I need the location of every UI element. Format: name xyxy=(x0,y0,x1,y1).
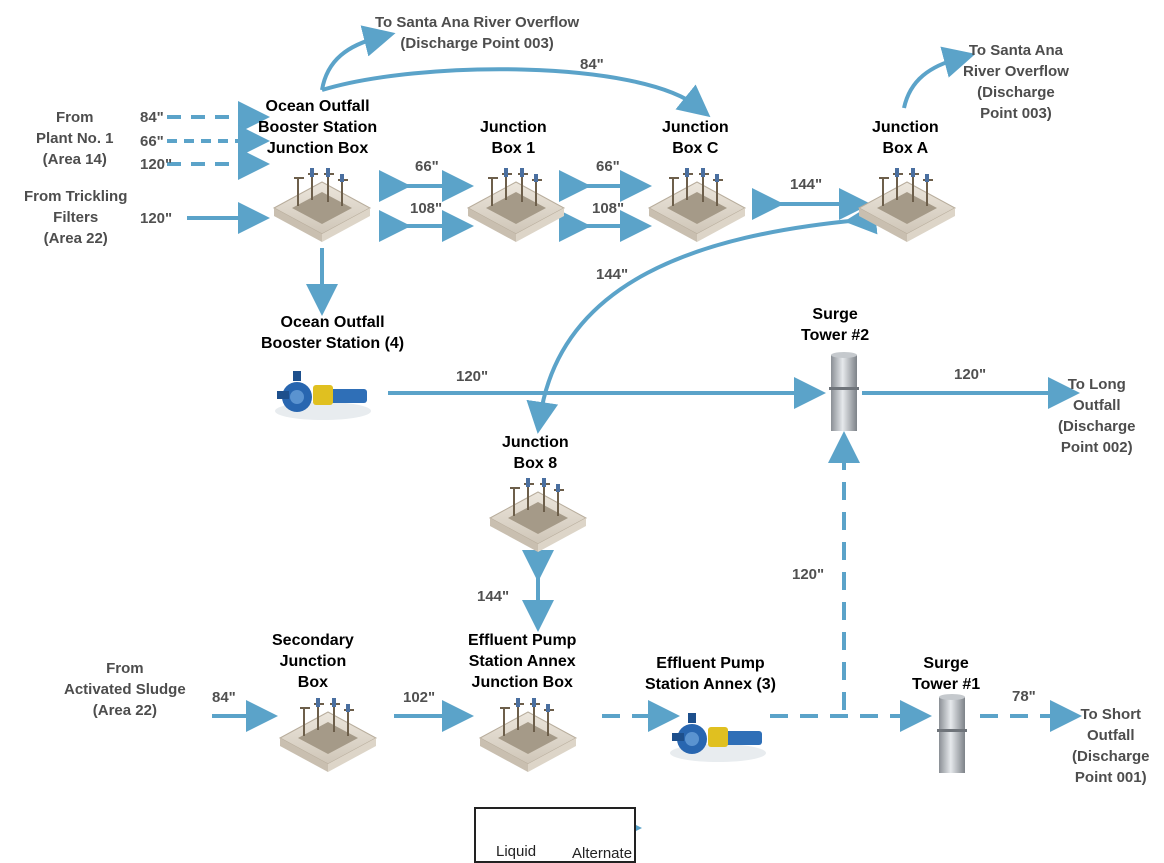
node-oobs: Ocean Outfall Booster Station (4) xyxy=(261,314,405,352)
jbox-a-icon xyxy=(858,167,956,243)
size-66-plant: 66" xyxy=(140,133,164,150)
node-secondary-junction-box: Secondary Junction Box xyxy=(272,632,354,691)
label-long-outfall: To Long Outfall (Discharge Point 002) xyxy=(1058,376,1136,456)
jbox-secondary-icon xyxy=(279,697,377,773)
size-108-a: 108" xyxy=(410,200,443,217)
size-84-plant: 84" xyxy=(140,109,164,126)
node-oobs-junction-box: Ocean Outfall Booster Station Junction B… xyxy=(258,98,378,157)
legend-alternate-label: Alternate xyxy=(572,845,633,862)
epsa-pump-icon xyxy=(670,713,766,762)
size-144-arc: 144" xyxy=(596,266,629,283)
size-144-vertical: 144" xyxy=(477,588,510,605)
size-84-secondary: 84" xyxy=(212,689,236,706)
node-epsa-junction-box: Effluent Pump Station Annex Junction Box xyxy=(468,632,577,691)
node-junction-box-8: Junction Box 8 xyxy=(502,434,569,472)
size-66-a: 66" xyxy=(415,158,439,175)
surge-tower-2-icon xyxy=(829,352,859,431)
size-120-trickling: 120" xyxy=(140,210,173,227)
booster-pump-icon xyxy=(275,371,371,420)
size-102: 102" xyxy=(403,689,436,706)
label-santa-ana-top: To Santa Ana River Overflow (Discharge P… xyxy=(375,14,580,52)
jbox-8-icon xyxy=(489,477,587,553)
label-short-outfall: To Short Outfall (Discharge Point 001) xyxy=(1072,706,1150,786)
size-84-top: 84" xyxy=(580,56,604,73)
size-66-b: 66" xyxy=(596,158,620,175)
label-santa-ana-right: To Santa Ana River Overflow (Discharge P… xyxy=(963,42,1069,122)
size-120-booster: 120" xyxy=(456,368,489,385)
legend-liquid-label: Liquid xyxy=(496,843,537,860)
jbox-epsa-icon xyxy=(479,697,577,773)
node-junction-box-1: Junction Box 1 xyxy=(480,119,547,157)
jbox-oobs-icon xyxy=(273,167,371,243)
legend: Liquid Alternate xyxy=(474,807,636,863)
node-junction-box-c: Junction Box C xyxy=(662,119,729,157)
label-from-plant1: From Plant No. 1 (Area 14) xyxy=(36,109,114,168)
pipe-santa-ana-right xyxy=(902,46,976,109)
jbox-1-icon xyxy=(467,167,565,243)
jbox-c-icon xyxy=(648,167,746,243)
size-108-b: 108" xyxy=(592,200,625,217)
pipe-144-arc xyxy=(526,202,878,434)
label-from-trickling: From Trickling Filters (Area 22) xyxy=(24,188,128,247)
pipe-84-to-jbc xyxy=(321,67,711,118)
size-78: 78" xyxy=(1012,688,1036,705)
node-surge-tower-2: Surge Tower #2 xyxy=(801,306,870,344)
node-epsa: Effluent Pump Station Annex (3) xyxy=(645,655,776,693)
node-surge-tower-1: Surge Tower #1 xyxy=(912,655,981,693)
node-junction-box-a: Junction Box A xyxy=(872,119,939,157)
size-120-long: 120" xyxy=(954,366,987,383)
pipe-santa-ana-top xyxy=(320,25,396,91)
label-from-activated: From Activated Sludge (Area 22) xyxy=(64,660,186,719)
size-144-c-a: 144" xyxy=(790,176,823,193)
size-120-plant: 120" xyxy=(140,156,173,173)
surge-tower-1-icon xyxy=(937,694,967,773)
size-120-vertical: 120" xyxy=(792,566,825,583)
